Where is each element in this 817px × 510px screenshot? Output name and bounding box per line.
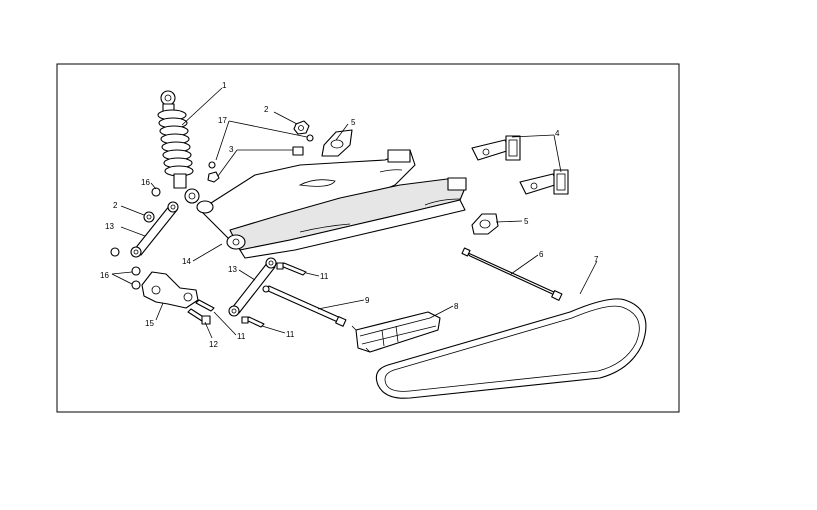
drive-chain: [375, 298, 647, 399]
callout-15: 15: [145, 319, 154, 328]
callout-6: 6: [539, 250, 544, 259]
callout-9: 9: [365, 296, 370, 305]
callout-2-top: 2: [264, 105, 269, 114]
callout-7: 7: [594, 255, 599, 264]
rocker-link: [141, 271, 199, 309]
callout-5-top: 5: [351, 118, 356, 127]
callout-13-right: 13: [228, 265, 237, 274]
callout-14: 14: [182, 257, 191, 266]
callout-17: 17: [218, 116, 227, 125]
callout-1: 1: [222, 81, 227, 90]
bolt-11-middle: [195, 299, 215, 312]
callout-11-middle: 11: [237, 332, 246, 341]
nut-2-left: [143, 211, 155, 223]
bolt-3-top: [292, 146, 304, 156]
axle-shaft: [461, 247, 563, 301]
link-rod-left: [130, 201, 179, 258]
callout-11-upper: 11: [320, 272, 329, 281]
chain-adjuster-bottom: [519, 169, 569, 195]
callout-5-right: 5: [524, 217, 529, 226]
swing-arm: [196, 149, 467, 259]
callout-8: 8: [454, 302, 459, 311]
chain-slider: [351, 311, 441, 353]
bolt-12: [187, 308, 211, 325]
callout-labels: 1 2 2 3 4 5 5 6 7 8 9 11 11 11 12 13 13 …: [100, 81, 599, 349]
callout-2-left: 2: [113, 201, 118, 210]
callout-16-top: 16: [141, 178, 150, 187]
nut-17: [306, 134, 314, 142]
nut-2-top: [293, 120, 310, 135]
washers-16-left: [110, 247, 141, 290]
callout-12: 12: [209, 340, 218, 349]
callout-11-lower: 11: [286, 330, 295, 339]
bolt-11-lower: [241, 316, 265, 328]
leader-lines: [111, 87, 598, 339]
nut-3-left: [207, 161, 220, 183]
callout-13-left: 13: [105, 222, 114, 231]
chain-adjuster-top: [471, 135, 521, 161]
callout-16-left: 16: [100, 271, 109, 280]
pivot-bolt: [262, 285, 347, 327]
washer-16-top: [151, 187, 161, 197]
callout-3: 3: [229, 145, 234, 154]
callout-4: 4: [555, 129, 560, 138]
bolt-11-upper: [276, 262, 307, 276]
chain-guide-block-right: [471, 213, 499, 235]
diagram-frame: [56, 63, 680, 413]
shock-absorber: [157, 90, 200, 204]
chain-guide-block-top: [321, 129, 353, 157]
link-rod-right: [228, 257, 277, 317]
